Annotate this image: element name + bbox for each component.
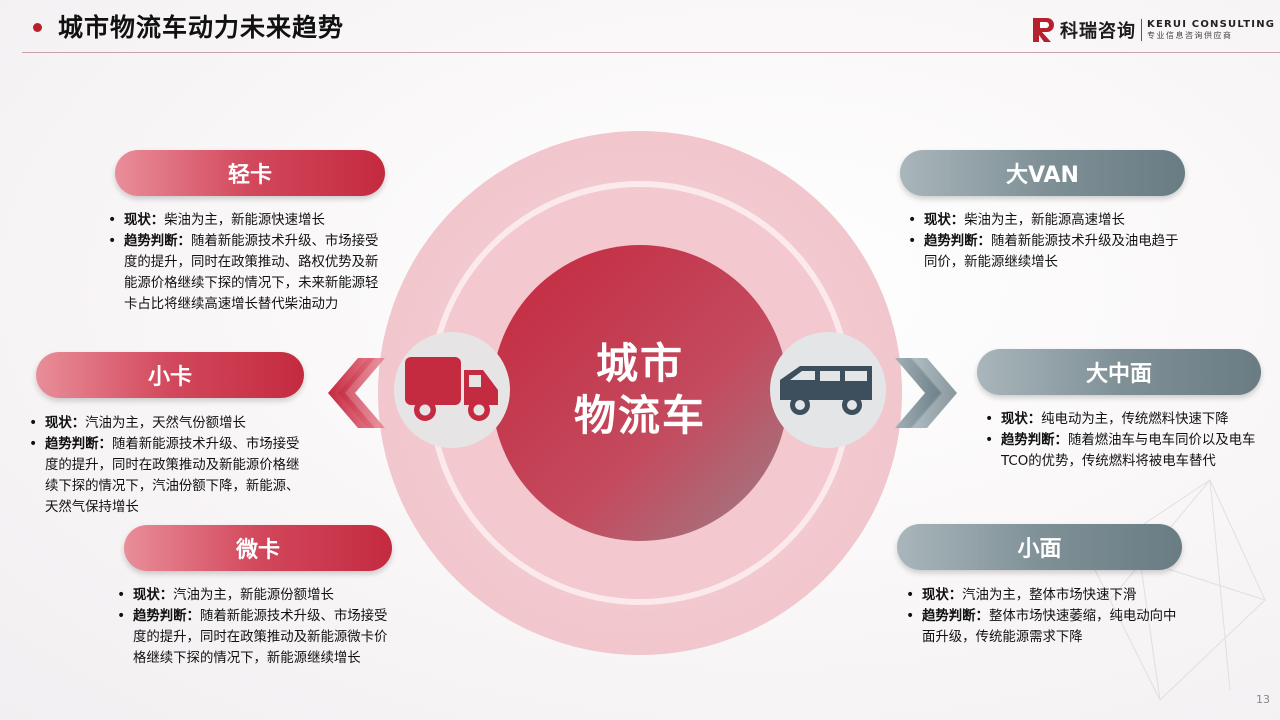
list-item: 趋势判断：随着燃油车与电车同价以及电车TCO的优势，传统燃料将被电车替代 xyxy=(983,430,1263,472)
small-van-bullets: 现状：汽油为主，整体市场快速下滑 趋势判断：整体市场快速萎缩，纯电动向中面升级，… xyxy=(904,585,1179,648)
list-item: 现状：汽油为主，整体市场快速下滑 xyxy=(904,585,1179,606)
light-truck-bullets: 现状：柴油为主，新能源快速增长 趋势判断：随着新能源技术升级、市场接受度的提升，… xyxy=(106,210,386,315)
list-item: 趋势判断：随着新能源技术升级、市场接受度的提升，同时在政策推动及新能源微卡价格继… xyxy=(115,606,395,669)
logo-separator xyxy=(1141,19,1142,41)
left-chevron-icon-2 xyxy=(338,358,385,428)
mini-truck-bullets: 现状：汽油为主，天然气份额增长 趋势判断：随着新能源技术升级、市场接受度的提升，… xyxy=(27,413,307,518)
big-van-pill: 大VAN xyxy=(900,150,1185,196)
kerui-logo-icon xyxy=(1033,18,1055,42)
title-bullet-dot xyxy=(33,23,42,32)
logo-english: KERUI CONSULTING 专业信息咨询供应商 xyxy=(1147,19,1275,41)
mini-truck-pill: 小卡 xyxy=(36,352,304,398)
list-item: 趋势判断：随着新能源技术升级及油电趋于同价，新能源继续增长 xyxy=(906,231,1181,273)
list-item: 现状：汽油为主，新能源份额增长 xyxy=(115,585,395,606)
micro-truck-pill: 微卡 xyxy=(124,525,392,571)
center-label-line1: 城市 xyxy=(595,339,684,388)
list-item: 现状：纯电动为主，传统燃料快速下降 xyxy=(983,409,1263,430)
left-chevron-icon xyxy=(328,358,375,428)
light-truck-pill: 轻卡 xyxy=(115,150,385,196)
header-divider xyxy=(22,52,1280,53)
mid-van-bullets: 现状：纯电动为主，传统燃料快速下降 趋势判断：随着燃油车与电车同价以及电车TCO… xyxy=(983,409,1263,472)
page-title: 城市物流车动力未来趋势 xyxy=(58,13,345,42)
logo-english-line1: KERUI CONSULTING xyxy=(1147,19,1276,30)
mid-van-pill: 大中面 xyxy=(977,349,1261,395)
list-item: 现状：柴油为主，新能源高速增长 xyxy=(906,210,1181,231)
list-item: 趋势判断：随着新能源技术升级、市场接受度的提升，同时在政策推动、路权优势及新能源… xyxy=(106,231,386,315)
logo-chinese-name: 科瑞咨询 xyxy=(1060,21,1136,42)
right-chevron-icon-2 xyxy=(910,358,957,428)
van-icon xyxy=(780,366,872,415)
micro-truck-bullets: 现状：汽油为主，新能源份额增长 趋势判断：随着新能源技术升级、市场接受度的提升，… xyxy=(115,585,395,669)
list-item: 趋势判断：随着新能源技术升级、市场接受度的提升，同时在政策推动及新能源价格继续下… xyxy=(27,434,307,518)
list-item: 现状：柴油为主，新能源快速增长 xyxy=(106,210,386,231)
truck-icon xyxy=(405,357,498,421)
inner-circle xyxy=(492,245,788,541)
small-van-pill: 小面 xyxy=(897,524,1182,570)
big-van-bullets: 现状：柴油为主，新能源高速增长 趋势判断：随着新能源技术升级及油电趋于同价，新能… xyxy=(906,210,1181,273)
slide-header: 城市物流车动力未来趋势 科瑞咨询 KERUI CONSULTING 专业信息咨询… xyxy=(0,0,1280,52)
company-logo: 科瑞咨询 KERUI CONSULTING 专业信息咨询供应商 xyxy=(1033,15,1275,45)
center-label: 城市 物流车 xyxy=(540,338,740,442)
list-item: 现状：汽油为主，天然气份额增长 xyxy=(27,413,307,434)
logo-english-line2: 专业信息咨询供应商 xyxy=(1147,31,1233,40)
center-label-line2: 物流车 xyxy=(573,391,706,440)
list-item: 趋势判断：整体市场快速萎缩，纯电动向中面升级，传统能源需求下降 xyxy=(904,606,1179,648)
page-number: 13 xyxy=(1256,693,1270,706)
right-chevron-icon xyxy=(895,358,942,428)
